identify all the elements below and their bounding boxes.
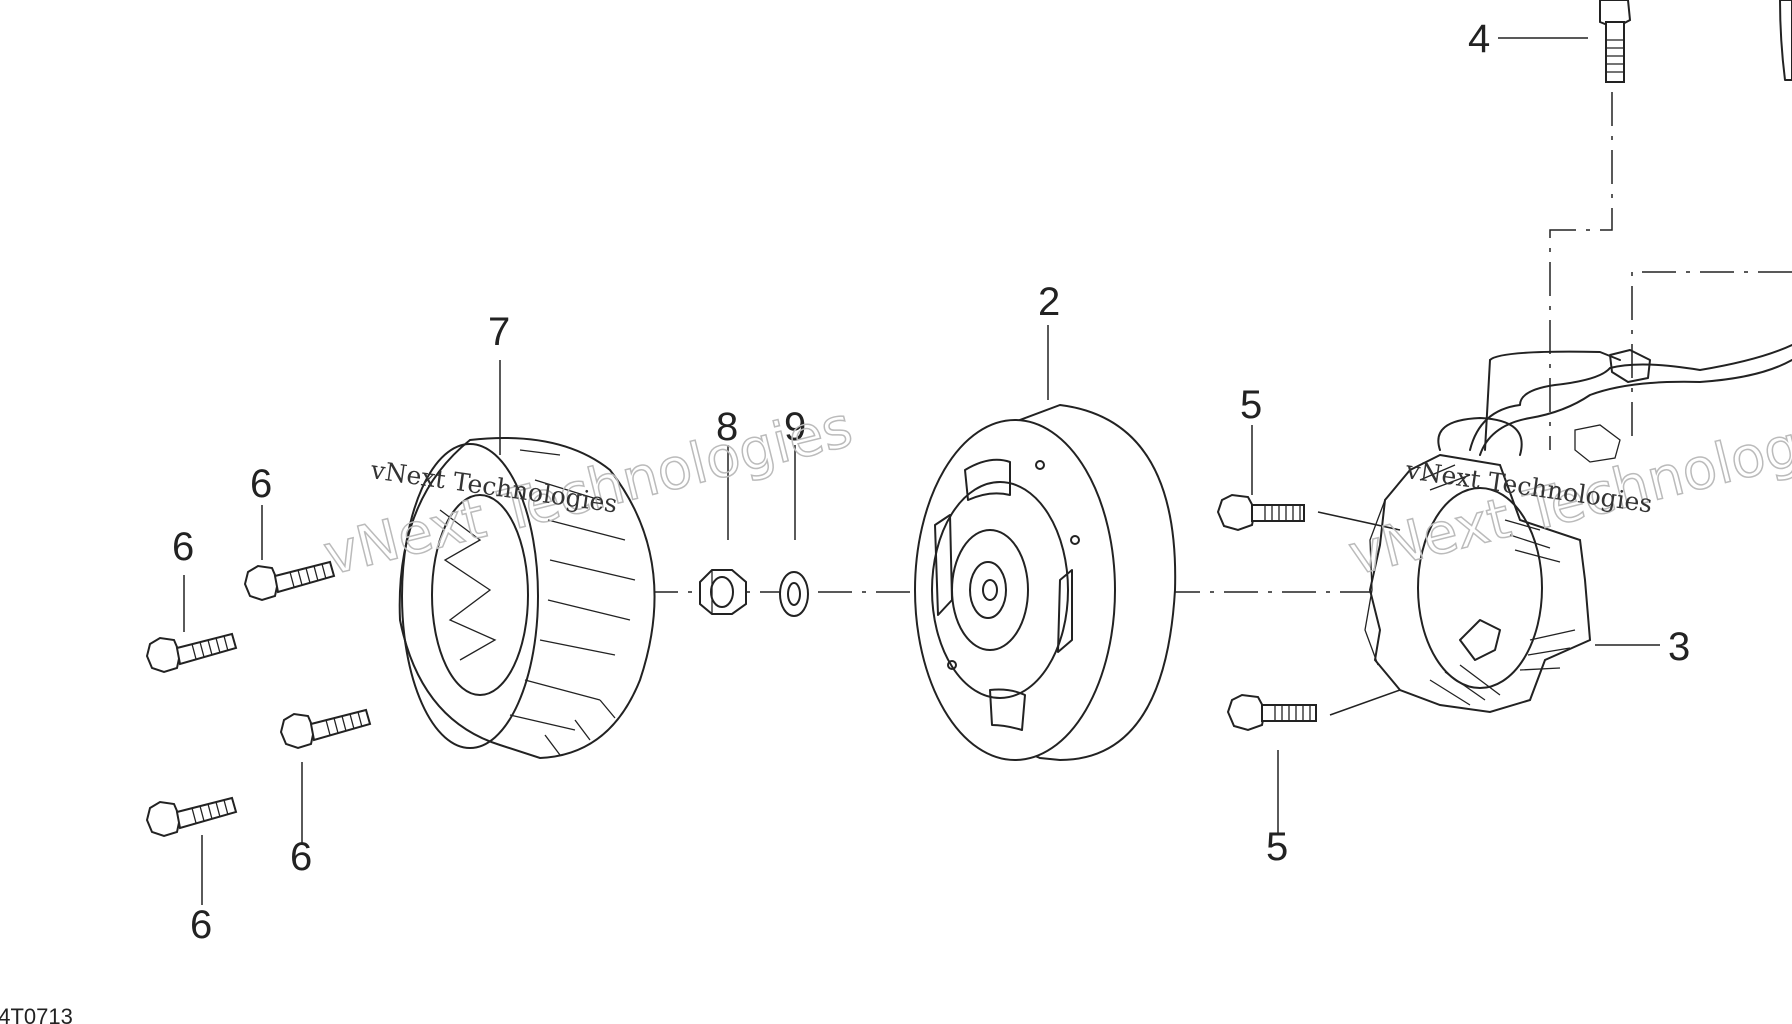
- callout-bolt-6-b: 6: [172, 525, 194, 569]
- callout-fan: 7: [488, 310, 510, 354]
- bolt-6-d: [145, 796, 238, 838]
- routing-lines: [1549, 92, 1792, 450]
- diagram-code: 04T0713: [0, 1004, 73, 1024]
- callout-washer: 9: [784, 405, 806, 449]
- callout-nut: 8: [716, 405, 738, 449]
- bolt-4-top: [1599, 0, 1632, 83]
- callout-bolt-6-c: 6: [290, 835, 312, 879]
- callout-bolt-top: 4: [1468, 17, 1490, 61]
- flywheel-part: [914, 403, 1177, 762]
- bolt-6-a: [243, 560, 336, 602]
- stator-part: [1364, 417, 1592, 714]
- bolt-4-second: [1779, 0, 1792, 81]
- leader-lines: [183, 37, 1660, 905]
- cooling-fan-part: [398, 437, 656, 760]
- wiring-harness: [1469, 344, 1792, 463]
- callout-bolt-6-a: 6: [250, 462, 272, 506]
- callout-stator: 3: [1668, 625, 1690, 669]
- bolt-6-b: [145, 632, 238, 674]
- callout-flywheel: 2: [1038, 280, 1060, 324]
- bolt-5-upper: [1216, 493, 1305, 532]
- callout-bolt-6-d: 6: [190, 903, 212, 947]
- callout-bolt-5-lower: 5: [1266, 825, 1288, 869]
- callout-bolt-5-upper: 5: [1240, 383, 1262, 427]
- washer-part: [779, 571, 809, 617]
- nut-part: [699, 569, 747, 615]
- bolt-6-c: [279, 708, 372, 750]
- bolt-5-lower: [1226, 693, 1317, 732]
